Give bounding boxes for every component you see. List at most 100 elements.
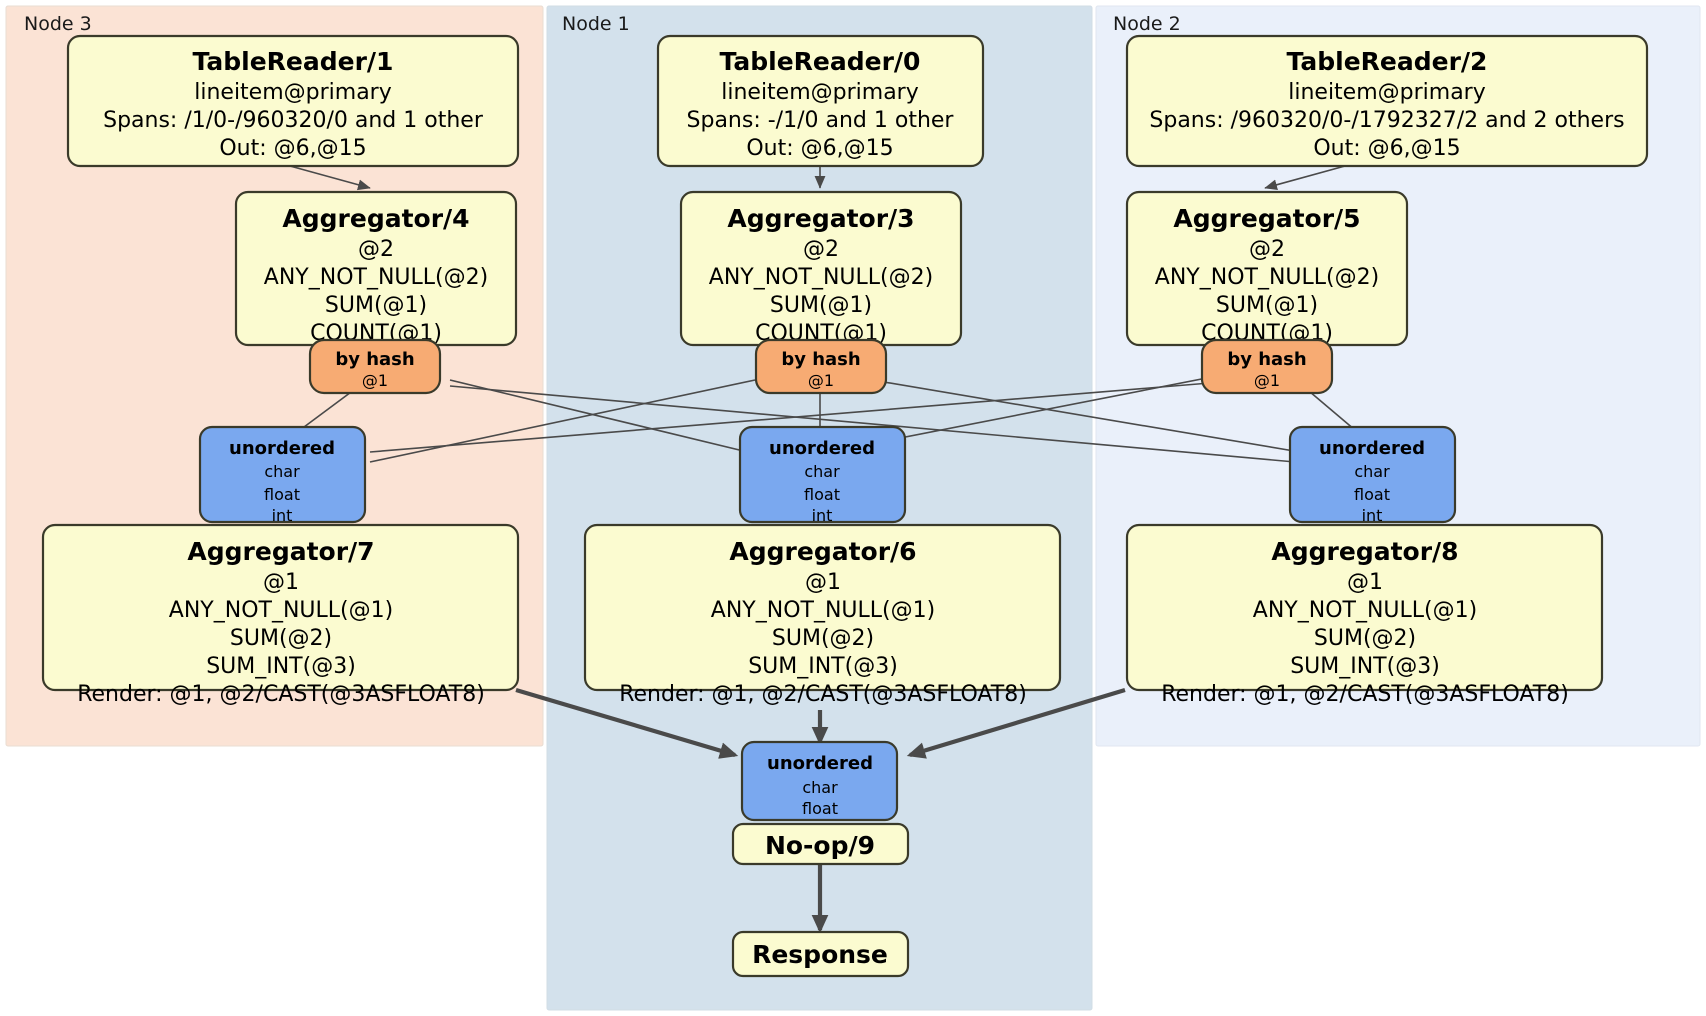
synchronizer-unordered-left[interactable]: unordered char float int (198, 425, 367, 525)
aggregator5-line-2: SUM(@1) (1216, 293, 1318, 318)
unordered-center-box[interactable] (738, 425, 907, 524)
byhash-right-title: by hash (1227, 349, 1306, 370)
byhash-right-line-0: @1 (1254, 371, 1280, 390)
edge-byhash-center-to-unordered-right (871, 379, 1301, 453)
edge-tablereader2-to-aggregator5 (1264, 165, 1346, 191)
unordered-left-line-2: int (272, 506, 293, 525)
aggregator3-line-1: ANY_NOT_NULL(@2) (709, 265, 933, 290)
aggregator6-box[interactable] (583, 523, 1062, 692)
byhash-right-box[interactable] (1200, 338, 1334, 395)
router-by-hash-right[interactable]: by hash @1 (1200, 338, 1334, 395)
synchronizer-unordered-right[interactable]: unordered char float int (1288, 425, 1457, 525)
aggregator6-line-1: ANY_NOT_NULL(@1) (711, 598, 935, 623)
edge-byhash-center-to-unordered-left (369, 379, 756, 463)
response-box[interactable] (731, 930, 910, 978)
tablereader2-title: TableReader/2 (1287, 47, 1488, 76)
aggregator4-line-1: ANY_NOT_NULL(@2) (264, 265, 488, 290)
aggregator5-line-1: ANY_NOT_NULL(@2) (1155, 265, 1379, 290)
tablereader0-line-1: Spans: -/1/0 and 1 other (687, 108, 955, 133)
processor-aggregator-8[interactable]: Aggregator/8 @1 ANY_NOT_NULL(@1) SUM(@2)… (1125, 523, 1604, 707)
node1-panel-label: Node 1 (562, 13, 630, 35)
unordered-left-box[interactable] (198, 425, 367, 524)
synchronizer-unordered-center[interactable]: unordered char float int (738, 425, 907, 525)
unordered-right-box[interactable] (1288, 425, 1457, 524)
unordered-center-line-2: int (812, 506, 833, 525)
tablereader0-title: TableReader/0 (720, 47, 921, 76)
byhash-center-box[interactable] (754, 338, 888, 395)
aggregator4-line-0: @2 (358, 237, 394, 262)
edge-byhash-left-to-unordered-center (449, 379, 761, 456)
tablereader2-line-0: lineitem@primary (1288, 80, 1486, 105)
edge-byhash-right-to-unordered-center (879, 374, 1223, 443)
aggregator6-line-2: SUM(@2) (772, 626, 874, 651)
processor-aggregator-3[interactable]: Aggregator/3 @2 ANY_NOT_NULL(@2) SUM(@1)… (679, 190, 963, 347)
aggregator7-line-0: @1 (263, 570, 299, 595)
tablereader0-box[interactable] (656, 34, 985, 168)
aggregator3-title: Aggregator/3 (727, 204, 914, 233)
processor-tablereader-2[interactable]: TableReader/2 lineitem@primary Spans: /9… (1125, 34, 1649, 168)
tablereader2-box[interactable] (1125, 34, 1649, 168)
processor-response[interactable]: Response (731, 930, 910, 978)
aggregator7-line-1: ANY_NOT_NULL(@1) (169, 598, 393, 623)
unordered-center-title: unordered (769, 438, 875, 459)
aggregator7-line-4: Render: @1, @2/CAST(@3ASFLOAT8) (77, 682, 485, 707)
processor-tablereader-0[interactable]: TableReader/0 lineitem@primary Spans: -/… (656, 34, 985, 168)
synchronizer-unordered-final[interactable]: unordered char float (740, 740, 899, 822)
unordered-right-line-1: float (1354, 485, 1390, 504)
tablereader1-box[interactable] (66, 34, 520, 168)
unordered-right-title: unordered (1319, 438, 1425, 459)
aggregator6-line-3: SUM_INT(@3) (748, 654, 898, 679)
edge-byhash-left-to-unordered-right (449, 385, 1296, 463)
unordered-left-line-0: char (264, 462, 300, 481)
tablereader0-line-2: Out: @6,@15 (746, 136, 893, 161)
processor-tablereader-1[interactable]: TableReader/1 lineitem@primary Spans: /1… (66, 34, 520, 168)
aggregator8-line-2: SUM(@2) (1314, 626, 1416, 651)
unordered-center-line-1: float (804, 485, 840, 504)
tablereader1-line-0: lineitem@primary (194, 80, 392, 105)
unordered-final-line-0: char (802, 778, 838, 797)
unordered-final-line-1: float (802, 799, 838, 818)
unordered-final-box[interactable] (740, 740, 899, 822)
tablereader1-line-2: Out: @6,@15 (219, 136, 366, 161)
aggregator6-title: Aggregator/6 (729, 537, 916, 566)
aggregator8-line-1: ANY_NOT_NULL(@1) (1253, 598, 1477, 623)
byhash-left-box[interactable] (308, 338, 442, 395)
aggregator3-line-0: @2 (803, 237, 839, 262)
aggregator3-line-2: SUM(@1) (770, 293, 872, 318)
aggregator8-box[interactable] (1125, 523, 1604, 692)
processor-no-op-9[interactable]: No-op/9 (731, 822, 910, 866)
edge-tablereader1-to-aggregator4 (289, 165, 371, 191)
unordered-right-line-0: char (1354, 462, 1390, 481)
aggregator7-title: Aggregator/7 (187, 537, 374, 566)
aggregator8-title: Aggregator/8 (1271, 537, 1458, 566)
aggregator8-line-4: Render: @1, @2/CAST(@3ASFLOAT8) (1161, 682, 1569, 707)
aggregator6-line-0: @1 (805, 570, 841, 595)
processor-aggregator-7[interactable]: Aggregator/7 @1 ANY_NOT_NULL(@1) SUM(@2)… (41, 523, 520, 707)
edge-aggregator7-to-unordered-final (515, 687, 739, 759)
node2-panel-label: Node 2 (1113, 13, 1181, 35)
noop9-box[interactable] (731, 822, 910, 866)
byhash-left-title: by hash (335, 349, 414, 370)
unordered-final-title: unordered (767, 753, 873, 774)
router-by-hash-center[interactable]: by hash @1 (754, 338, 888, 395)
edge-byhash-right-to-unordered-left (369, 381, 1223, 453)
processor-aggregator-6[interactable]: Aggregator/6 @1 ANY_NOT_NULL(@1) SUM(@2)… (583, 523, 1062, 707)
unordered-left-line-1: float (264, 485, 300, 504)
aggregator7-box[interactable] (41, 523, 520, 692)
tablereader1-line-1: Spans: /1/0-/960320/0 and 1 other (103, 108, 484, 133)
tablereader1-title: TableReader/1 (193, 47, 394, 76)
response-title: Response (752, 940, 888, 969)
tablereader0-line-0: lineitem@primary (721, 80, 919, 105)
aggregator6-line-4: Render: @1, @2/CAST(@3ASFLOAT8) (619, 682, 1027, 707)
aggregator7-line-3: SUM_INT(@3) (206, 654, 356, 679)
processor-aggregator-5[interactable]: Aggregator/5 @2 ANY_NOT_NULL(@2) SUM(@1)… (1125, 190, 1409, 347)
aggregator7-line-2: SUM(@2) (230, 626, 332, 651)
aggregator8-line-0: @1 (1347, 570, 1383, 595)
unordered-right-line-2: int (1362, 506, 1383, 525)
unordered-center-line-0: char (804, 462, 840, 481)
unordered-left-title: unordered (229, 438, 335, 459)
processor-aggregator-4[interactable]: Aggregator/4 @2 ANY_NOT_NULL(@2) SUM(@1)… (234, 190, 518, 347)
tablereader2-line-1: Spans: /960320/0-/1792327/2 and 2 others (1149, 108, 1624, 133)
router-by-hash-left[interactable]: by hash @1 (308, 338, 442, 395)
aggregator4-title: Aggregator/4 (282, 204, 469, 233)
